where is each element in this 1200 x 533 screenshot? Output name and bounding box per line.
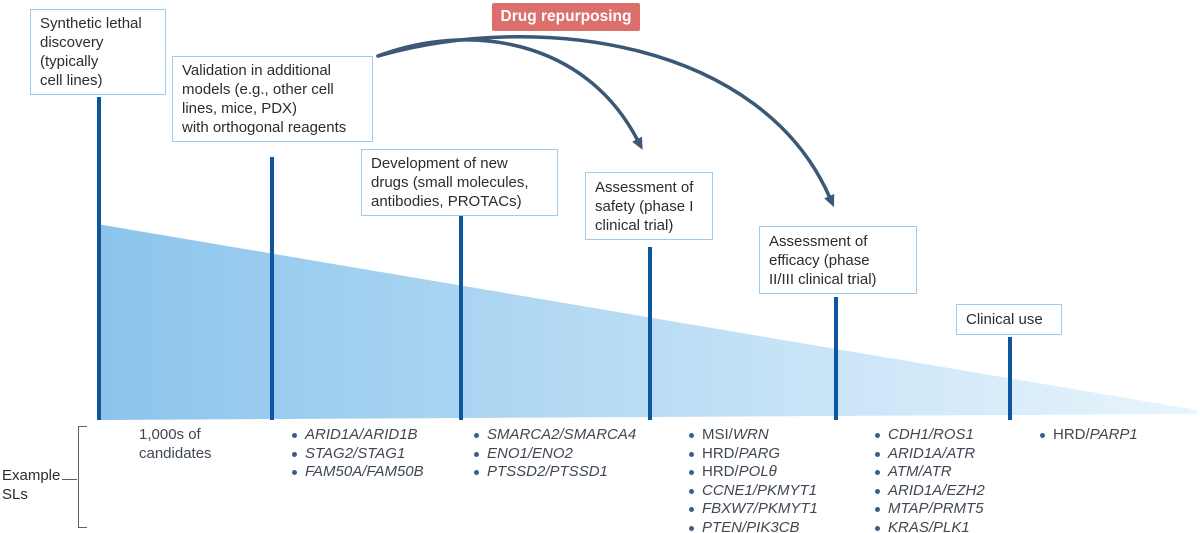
- stage-box-label: Development of new drugs (small molecule…: [371, 155, 529, 210]
- sl-example-text: ARID1A/EZH2: [888, 481, 985, 499]
- drug-repurposing-badge: Drug repurposing: [492, 3, 640, 31]
- bullet-icon: [1040, 433, 1045, 438]
- stage-line-efficacy: [834, 297, 838, 420]
- stage-box-label: Validation in additional models (e.g., o…: [182, 62, 347, 136]
- example-sls-label: Example SLs: [2, 467, 61, 503]
- drug-repurposing-arrow-to-efficacy: [376, 35, 835, 208]
- sl-example-item: SMARCA2/SMARCA4: [474, 426, 636, 445]
- sl-example-text: PTSSD2/PTSSD1: [487, 463, 608, 480]
- sl-example-text: FBXW7/PKMYT1: [702, 500, 818, 517]
- sl-example-text: MSI/WRN: [702, 426, 769, 443]
- sl-example-item: MSI/WRN: [689, 426, 818, 445]
- bullet-icon: [875, 470, 880, 475]
- drug-repurposing-arrow-to-safety: [376, 38, 643, 150]
- bullet-icon: [689, 451, 694, 457]
- stage-box-label: Clinical use: [966, 311, 1043, 328]
- stage-box-discovery: Synthetic lethal discovery (typically ce…: [30, 9, 166, 95]
- sl-example-text: ARID1A/ARID1B: [305, 426, 418, 443]
- stage-box-validation: Validation in additional models (e.g., o…: [172, 56, 373, 142]
- stage-line-validation: [270, 157, 274, 420]
- bullet-icon: [292, 451, 297, 457]
- sl-example-text: HRD/PARG: [702, 444, 781, 462]
- sl-example-text: PTEN/PIK3CB: [702, 518, 800, 533]
- bullet-icon: [875, 451, 880, 457]
- sl-example-text: CDH1/ROS1: [888, 426, 974, 443]
- sl-example-text: ENO1/ENO2: [487, 444, 573, 462]
- sl-example-text: FAM50A/FAM50B: [305, 463, 424, 480]
- bullet-icon: [474, 451, 479, 457]
- stage-box-label: Synthetic lethal discovery (typically ce…: [40, 15, 142, 89]
- sl-example-text: STAG2/STAG1: [305, 444, 406, 462]
- sl-example-item: PTEN/PIK3CB: [689, 519, 818, 533]
- bullet-icon: [875, 488, 880, 494]
- sl-example-item: FBXW7/PKMYT1: [689, 500, 818, 519]
- sl-example-item: ARID1A/EZH2: [875, 482, 985, 501]
- bullet-icon: [875, 433, 880, 438]
- funnel-wedge: [97, 224, 1197, 420]
- sl-example-item: MTAP/PRMT5: [875, 500, 985, 519]
- sl-example-text: ARID1A/ATR: [888, 444, 976, 462]
- bullet-icon: [689, 433, 694, 438]
- bullet-icon: [292, 470, 297, 475]
- stage-box-efficacy: Assessment of efficacy (phase II/III cli…: [759, 226, 917, 294]
- sl-example-text: MTAP/PRMT5: [888, 500, 984, 517]
- bullet-icon: [689, 507, 694, 512]
- sl-example-item: KRAS/PLK1: [875, 519, 985, 533]
- sl-example-item: 1,000s of candidates: [139, 426, 279, 463]
- sl-example-item: FAM50A/FAM50B: [292, 463, 424, 482]
- sl-example-item: CDH1/ROS1: [875, 426, 985, 445]
- bullet-icon: [474, 470, 479, 475]
- stage-box-safety: Assessment of safety (phase I clinical t…: [585, 172, 713, 240]
- stage-box-clinical-use: Clinical use: [956, 304, 1062, 335]
- sl-example-item: STAG2/STAG1: [292, 445, 424, 464]
- sl-example-item: HRD/PARG: [689, 445, 818, 464]
- example-column-discovery: 1,000s of candidates: [139, 426, 279, 463]
- bullet-icon: [474, 433, 479, 438]
- sl-example-item: ARID1A/ATR: [875, 445, 985, 464]
- sl-example-item: PTSSD2/PTSSD1: [474, 463, 636, 482]
- example-column-clinical-use: HRD/PARP1: [1040, 426, 1138, 445]
- sl-example-item: HRD/POLθ: [689, 463, 818, 482]
- sl-example-item: HRD/PARP1: [1040, 426, 1138, 445]
- example-bracket: [78, 426, 87, 528]
- bullet-icon: [875, 507, 880, 512]
- stage-line-discovery: [97, 97, 101, 420]
- bullet-icon: [292, 433, 297, 438]
- sl-example-text: CCNE1/PKMYT1: [702, 481, 818, 499]
- bullet-icon: [875, 525, 880, 531]
- stage-box-label: Assessment of efficacy (phase II/III cli…: [769, 233, 877, 288]
- stage-box-drug-development: Development of new drugs (small molecule…: [361, 149, 558, 216]
- stage-line-drug-development: [459, 216, 463, 420]
- stage-line-clinical-use: [1008, 337, 1012, 420]
- sl-example-item: ATM/ATR: [875, 463, 985, 482]
- bullet-icon: [689, 470, 694, 475]
- sl-example-text: SMARCA2/SMARCA4: [487, 426, 637, 443]
- sl-example-item: CCNE1/PKMYT1: [689, 482, 818, 501]
- sl-example-text: HRD/PARP1: [1053, 426, 1138, 443]
- sl-example-item: ENO1/ENO2: [474, 445, 636, 464]
- sl-example-item: ARID1A/ARID1B: [292, 426, 424, 445]
- example-label-connector: [62, 479, 77, 480]
- sl-example-text: KRAS/PLK1: [888, 518, 970, 533]
- bullet-icon: [689, 525, 694, 531]
- stage-box-label: Assessment of safety (phase I clinical t…: [595, 179, 694, 234]
- bullet-icon: [689, 488, 694, 494]
- sl-example-text: HRD/POLθ: [702, 463, 777, 480]
- sl-example-text: 1,000s of candidates: [139, 426, 212, 462]
- sl-example-text: ATM/ATR: [888, 463, 952, 480]
- stage-line-safety: [648, 247, 652, 420]
